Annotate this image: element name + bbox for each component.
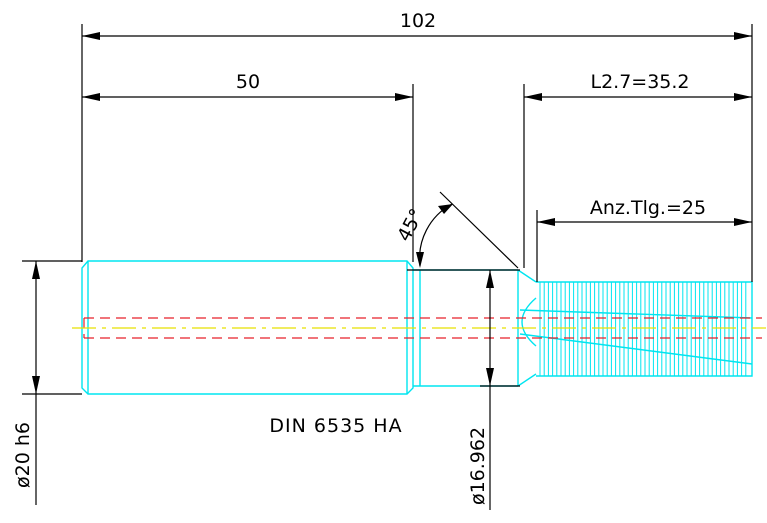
arrow-right (395, 93, 413, 101)
arrow-bottom (486, 368, 494, 386)
arrow-arc-bottom (416, 252, 424, 268)
flute-line-bottom (519, 333, 753, 365)
part-outline (81, 260, 753, 395)
thread-lines (539, 282, 747, 376)
arrow-top (32, 261, 40, 279)
dim-shank-diameter: ø20 h6 (12, 260, 82, 505)
teeth-count-text: Anz.Tlg.=25 (590, 197, 706, 219)
relief-groove (521, 297, 537, 347)
arrow-left (537, 218, 555, 226)
dim-overall-length: 102 (81, 10, 753, 282)
arrow-bottom (32, 376, 40, 394)
arrow-right (734, 93, 752, 101)
arrow-right (734, 218, 752, 226)
arrow-right (734, 32, 752, 40)
arrow-left (524, 93, 542, 101)
angle-leg (439, 191, 519, 269)
shank-length-text: 50 (236, 71, 260, 93)
dim-tool-length: L2.7=35.2 (523, 71, 752, 268)
shank-diameter-text: ø20 h6 (12, 422, 34, 488)
angle-arc (418, 203, 453, 267)
standard-label: DIN 6535 HA (269, 415, 402, 437)
dim-teeth-count: Anz.Tlg.=25 (536, 197, 752, 282)
dim-neck-diameter: ø16.962 (407, 269, 520, 510)
dim-shank-length: 50 (82, 71, 414, 262)
overall-length-text: 102 (400, 10, 436, 32)
arrow-left (82, 93, 100, 101)
thread-envelope (536, 281, 753, 377)
flute-line-top (519, 309, 753, 319)
neck-diameter-text: ø16.962 (467, 427, 489, 505)
arrow-top (486, 270, 494, 288)
arrow-left (82, 32, 100, 40)
arrow-arc-top (438, 204, 453, 214)
tool-length-text: L2.7=35.2 (590, 71, 689, 93)
dim-chamfer-angle: 45° (393, 191, 519, 269)
